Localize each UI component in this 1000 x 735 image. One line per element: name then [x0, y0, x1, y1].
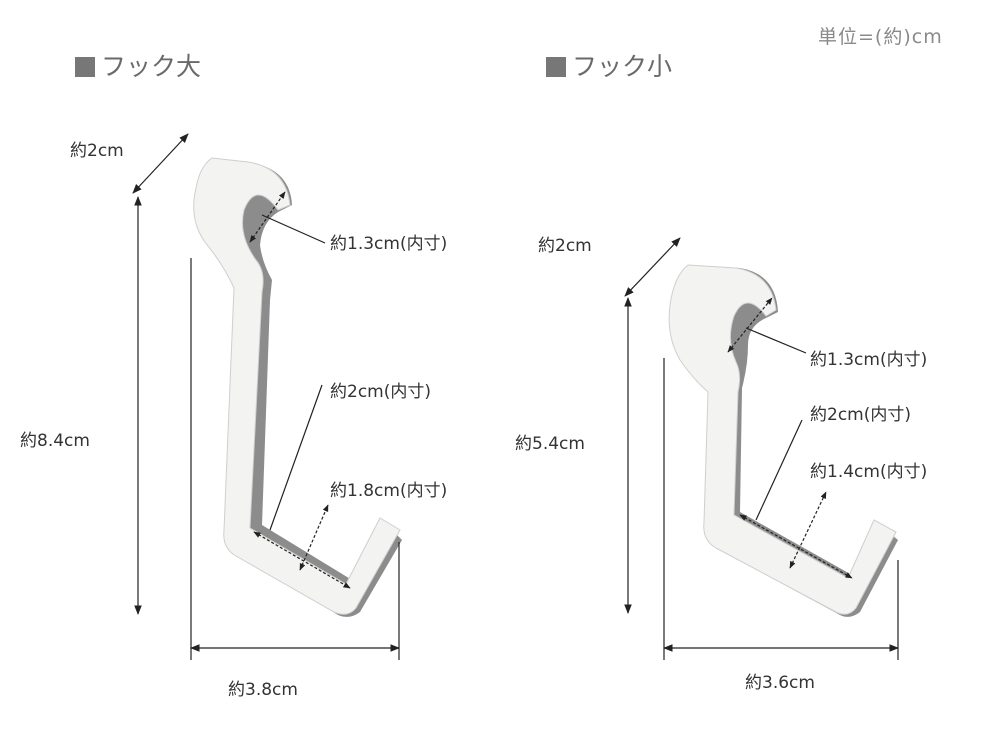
hook-small-inner-top-label: 約1.3cm(内寸): [810, 350, 928, 370]
hook-large-width-top-label: 約2cm: [70, 141, 124, 161]
hook-large-inner-mid-label: 約2cm(内寸): [330, 382, 431, 402]
hook-small-width-top-label: 約2cm: [538, 236, 592, 256]
hook-small-dimensions: [624, 237, 899, 660]
hook-large-inner-top-label: 約1.3cm(内寸): [330, 234, 448, 254]
hook-large-height-label: 約8.4cm: [20, 431, 90, 451]
hook-small-width-bottom-label: 約3.6cm: [745, 673, 815, 693]
square-bullet-icon: [546, 56, 566, 77]
hook-small-inner-bottom-label: 約1.4cm(内寸): [810, 462, 928, 482]
hook-small-inner-mid-label: 約2cm(内寸): [810, 405, 911, 425]
hook-large-dimensions: [132, 133, 400, 660]
hook-large-inner-bottom-label: 約1.8cm(内寸): [330, 481, 448, 501]
hook-small-title: フック小: [546, 54, 672, 79]
hook-large-width-bottom-label: 約3.8cm: [228, 680, 298, 700]
hook-large-title: フック大: [75, 54, 201, 79]
hook-small-shape: [668, 264, 898, 617]
hook-small-height-label: 約5.4cm: [515, 434, 585, 454]
unit-note: 単位=(約)cm: [818, 26, 943, 48]
square-bullet-icon: [75, 56, 95, 77]
